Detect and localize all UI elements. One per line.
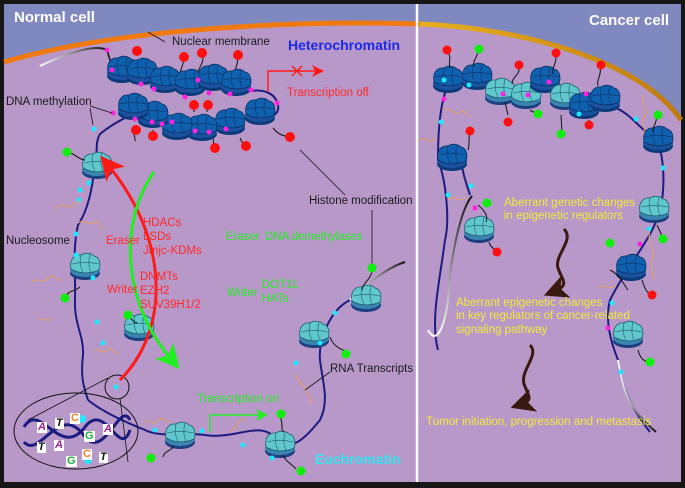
zoom-circle: [104, 374, 130, 400]
cancer-step-2-line-2: in key regulators of cancer-related: [456, 310, 630, 322]
transcription-on-arrow: [209, 409, 268, 432]
green-writer-label: Writer: [227, 287, 258, 299]
rna-transcripts-label: RNA Transcripts: [330, 363, 414, 375]
red-writer-item: EZH2: [140, 285, 170, 297]
dna-strand-left: [73, 164, 96, 401]
flow-arrow-2: [510, 343, 538, 412]
dna-base: G: [66, 455, 77, 467]
green-eraser-item: DNA demethylases: [265, 231, 363, 243]
euchromatin-label: Euchromatin: [315, 451, 401, 467]
cancer-cell-title: Cancer cell: [589, 12, 670, 29]
cancer-step-1-line-2: in epigenetic regulators: [504, 210, 623, 222]
cancer-step-3: Tumor initiation, progression and metast…: [426, 416, 652, 428]
cancer-step-1-line-1: Aberrant genetic changes: [504, 197, 636, 209]
red-regulator-arrow: [100, 155, 158, 382]
transcription-off-label: Transcription off: [287, 87, 369, 99]
normal-cell-title: Normal cell: [14, 9, 95, 26]
dna-tail: [39, 46, 108, 67]
cancer-step-2-line-1: Aberrant epigenetic changes: [456, 297, 603, 309]
dna-base: A: [54, 439, 64, 451]
nuclear-membrane-label: Nuclear membrane: [172, 36, 270, 48]
green-eraser-label: Eraser: [226, 231, 260, 243]
green-writer-item: HATs: [262, 293, 289, 305]
dna-base: A: [103, 423, 113, 435]
red-eraser-item: LSDs: [143, 231, 172, 243]
green-regulator-arrow: [128, 171, 180, 370]
transcription-off-arrow: [267, 65, 324, 92]
red-eraser-item: Jmjc-KDMs: [143, 245, 202, 257]
red-writer-item: SUV39H1/2: [140, 299, 201, 311]
transcription-on-label: Transcription on: [197, 393, 280, 405]
red-eraser-label: Eraser: [106, 235, 140, 247]
heterochromatin-label: Heterochromatin: [288, 37, 401, 53]
red-writer-item: DNMTs: [140, 271, 178, 283]
green-writer-item: DOT1L: [262, 279, 300, 291]
dna-base: T: [37, 441, 46, 453]
rna-transcripts-left: [31, 200, 313, 433]
cancer-step-2-line-3: signaling pathway: [456, 324, 548, 336]
dna-base: T: [99, 451, 108, 463]
dna-base: T: [55, 417, 64, 429]
blocked-x-icon: [291, 65, 303, 77]
dna-base: G: [84, 430, 95, 442]
histone-modification-label: Histone modification: [309, 195, 413, 207]
dna-zoom-ellipse: [13, 392, 139, 470]
nuclear-membrane-left: [3, 20, 421, 65]
red-writer-label: Writer: [107, 284, 138, 296]
dna-base: C: [82, 448, 92, 460]
red-eraser-item: HDACs: [143, 217, 182, 229]
dna-methylation-label: DNA methylation: [6, 96, 92, 108]
rna-transcripts-right: [419, 94, 655, 289]
dna-base: A: [37, 421, 47, 433]
nucleosome-label: Nucleosome: [6, 235, 70, 247]
dna-base: C: [70, 412, 80, 424]
flow-arrow-1: [543, 227, 571, 298]
nuclear-membrane-right: [419, 21, 684, 122]
